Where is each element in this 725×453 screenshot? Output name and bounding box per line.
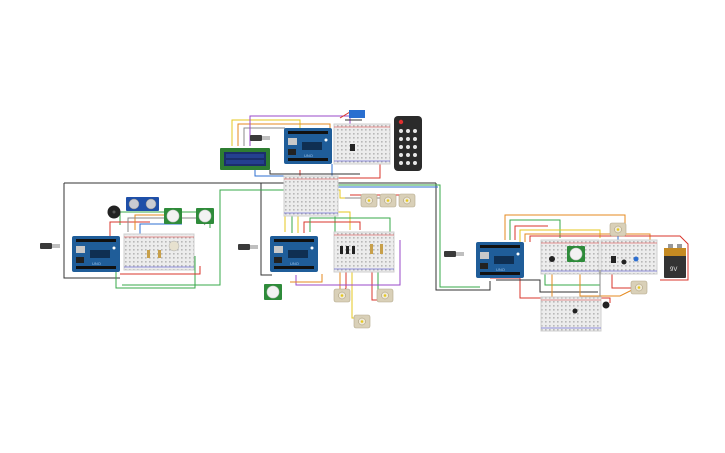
servo-motor-icon[interactable] bbox=[376, 288, 394, 303]
arduino-board-icon[interactable] bbox=[476, 242, 524, 278]
breadboard-icon[interactable] bbox=[540, 296, 602, 332]
arduino-board-icon[interactable] bbox=[270, 236, 318, 272]
servo-motor-icon[interactable] bbox=[398, 193, 416, 208]
ultrasonic-sensor-icon[interactable] bbox=[126, 197, 159, 211]
pir-sensor-icon[interactable] bbox=[263, 283, 283, 301]
usb-plug-icon[interactable] bbox=[238, 244, 258, 250]
servo-motor-icon[interactable] bbox=[353, 314, 371, 329]
arduino-board-icon[interactable] bbox=[72, 236, 120, 272]
battery-label: 9V bbox=[670, 267, 677, 273]
arduino-board-icon[interactable] bbox=[284, 128, 332, 164]
ir-receiver-icon bbox=[349, 110, 365, 151]
photoresistor-icon bbox=[147, 240, 180, 258]
breadboard-icon[interactable] bbox=[333, 123, 391, 165]
pir-sensor-icon[interactable] bbox=[566, 245, 586, 263]
breadboard-icon[interactable] bbox=[600, 239, 658, 275]
servo-motor-icon[interactable] bbox=[379, 193, 397, 208]
pir-sensor-icon[interactable] bbox=[163, 207, 183, 225]
servo-motor-icon[interactable] bbox=[630, 280, 648, 295]
piezo-buzzer-icon[interactable] bbox=[602, 301, 610, 309]
ir-remote-icon[interactable] bbox=[394, 116, 422, 171]
servo-motor-icon[interactable] bbox=[360, 193, 378, 208]
servo-motor-icon[interactable] bbox=[333, 288, 351, 303]
battery-9v-icon[interactable]: 9V bbox=[664, 244, 686, 278]
usb-plug-icon[interactable] bbox=[40, 243, 60, 249]
breadboard-icon[interactable] bbox=[333, 231, 395, 273]
piezo-buzzer-icon[interactable] bbox=[107, 205, 121, 219]
usb-plug-icon[interactable] bbox=[444, 251, 464, 257]
pir-sensor-icon[interactable] bbox=[195, 207, 215, 225]
lcd-display-icon[interactable] bbox=[220, 148, 270, 170]
usb-plug-icon[interactable] bbox=[250, 135, 270, 141]
servo-motor-icon[interactable] bbox=[609, 222, 627, 237]
breadboard-icon[interactable] bbox=[283, 175, 339, 217]
